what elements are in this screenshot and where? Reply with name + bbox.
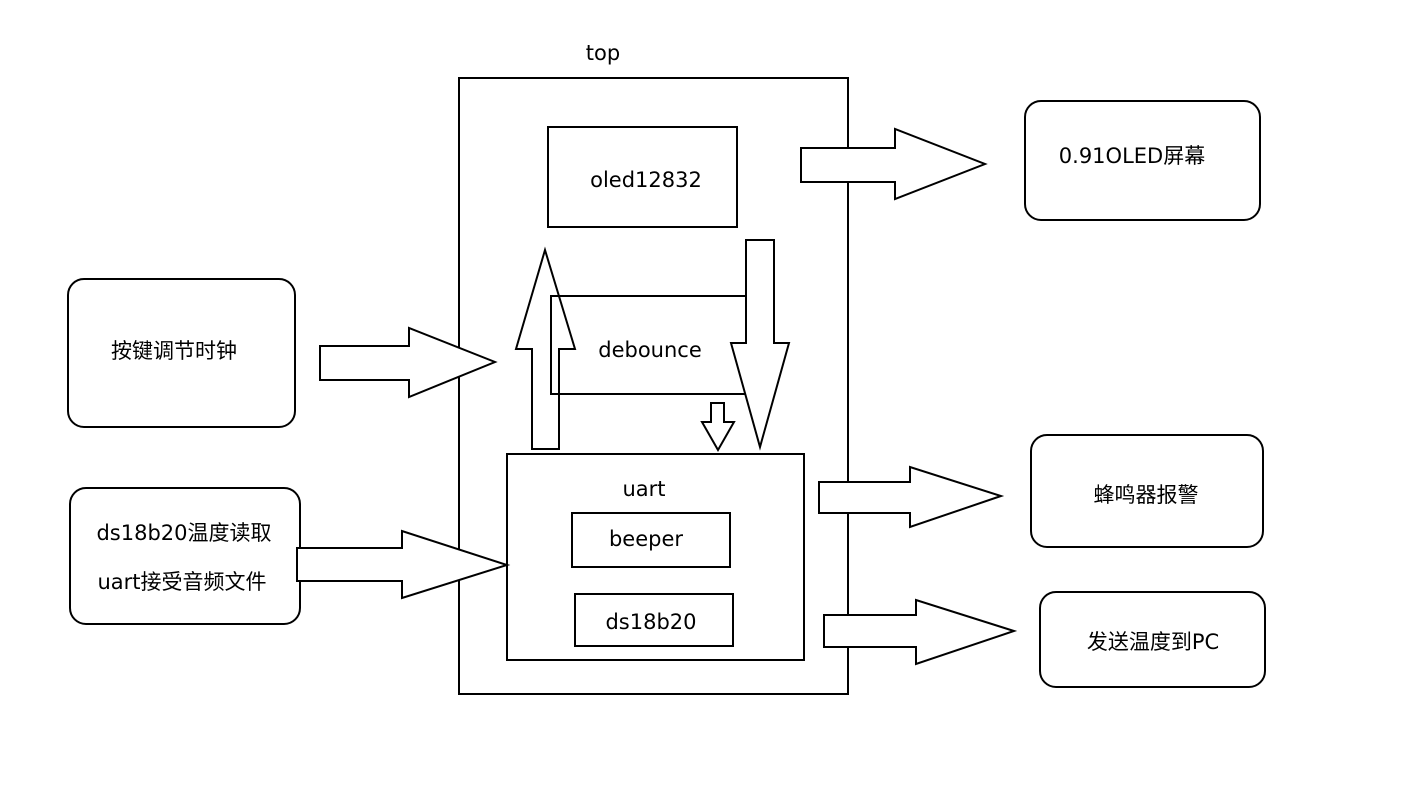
buzzer-box <box>1030 434 1264 548</box>
debounce-module-label: debounce <box>598 338 702 362</box>
arrow-keys-to-top <box>319 326 498 399</box>
oled-module-box <box>547 126 738 228</box>
down-arrow-oled-to-uart <box>729 239 791 451</box>
ds18b20-module-label: ds18b20 <box>605 610 696 634</box>
uart-module-label: uart <box>622 477 665 501</box>
sensor-input-box <box>69 487 301 625</box>
top-module-box <box>458 77 849 695</box>
beeper-module-box <box>571 512 731 568</box>
small-arrow-debounce-to-uart <box>700 402 736 453</box>
up-arrow-uart-to-oled <box>514 246 577 450</box>
ds18b20-module-box <box>574 593 734 647</box>
arrow-uart-to-buzzer <box>818 465 1005 529</box>
keys-box <box>67 278 296 428</box>
uart-module-box <box>506 453 805 661</box>
arrow-uart-to-pc <box>823 598 1018 666</box>
top-label: top <box>586 41 620 65</box>
oled-module-label: oled12832 <box>590 168 702 192</box>
buzzer-label: 蜂鸣器报警 <box>1094 483 1199 507</box>
send-pc-box <box>1039 591 1266 688</box>
beeper-module-label: beeper <box>609 527 683 551</box>
arrow-sensor-to-uart <box>296 529 511 600</box>
send-pc-label: 发送温度到PC <box>1087 630 1219 654</box>
keys-label: 按键调节时钟 <box>111 339 237 363</box>
oled-screen-label: 0.91OLED屏幕 <box>1059 144 1205 168</box>
oled-screen-box <box>1024 100 1261 221</box>
sensor-input-line1: ds18b20温度读取 <box>96 521 271 545</box>
sensor-input-line2: uart接受音频文件 <box>97 570 266 594</box>
arrow-top-to-oled-screen <box>800 127 988 201</box>
